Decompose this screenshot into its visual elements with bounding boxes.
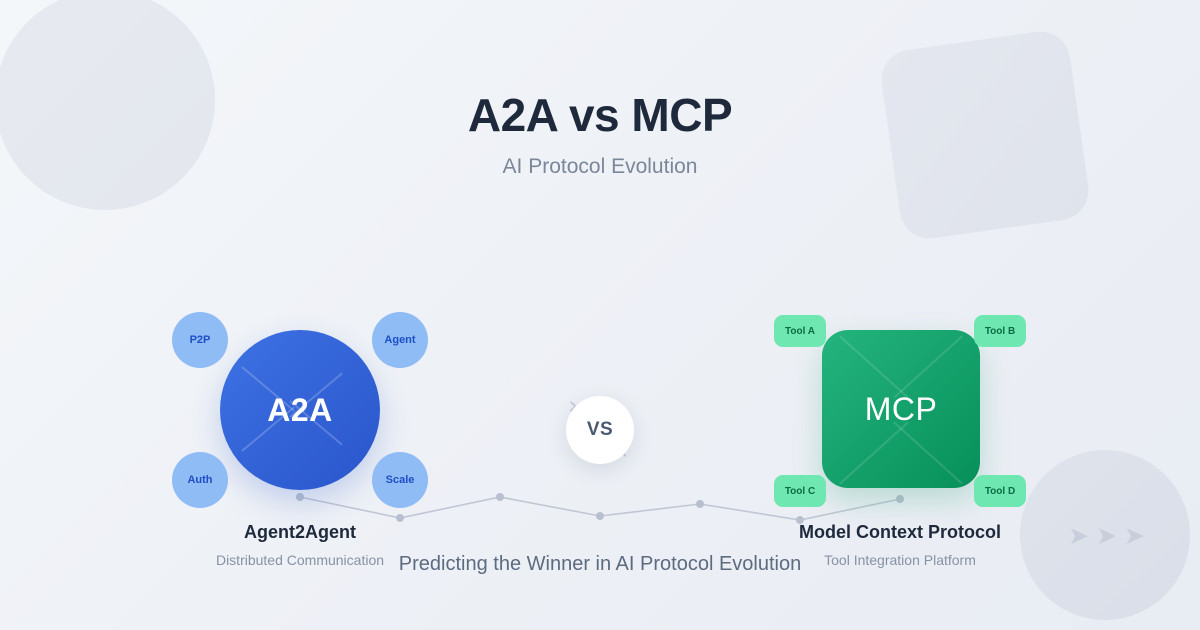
a2a-core-label: A2A: [267, 391, 333, 428]
satellite-label: Agent: [384, 334, 416, 346]
versus-label: VS: [586, 419, 614, 440]
trend-point: [896, 495, 904, 503]
x-line: [839, 421, 909, 485]
trend-point: [696, 500, 704, 508]
a2a-satellite-scale[interactable]: Scale: [372, 452, 428, 508]
a2a-satellite-agent[interactable]: Agent: [372, 312, 428, 368]
a2a-name: Agent2Agent: [244, 522, 356, 542]
satellite-label: P2P: [189, 334, 211, 346]
mcp-core-node[interactable]: MCP: [822, 330, 980, 488]
x-line: [893, 335, 963, 399]
mcp-tool-badge-d[interactable]: Tool D: [974, 475, 1026, 507]
tool-label: Tool D: [984, 485, 1016, 497]
mcp-tool-badge-c[interactable]: Tool C: [774, 475, 826, 507]
x-line: [839, 335, 909, 399]
mcp-tool-badge-b[interactable]: Tool B: [974, 315, 1026, 347]
header: A2A vs MCP AI Protocol Evolution: [0, 90, 1200, 179]
a2a-satellite-p2p[interactable]: P2P: [172, 312, 228, 368]
page-subtitle: AI Protocol Evolution: [502, 154, 698, 178]
a2a-caption: Agent2Agent Distributed Communication: [140, 522, 460, 568]
tool-label: Tool C: [784, 485, 816, 497]
mcp-description: Tool Integration Platform: [824, 552, 976, 568]
trend-point: [396, 514, 404, 522]
mcp-name: Model Context Protocol: [799, 522, 1001, 542]
footer-tagline: Predicting the Winner in AI Protocol Evo…: [398, 553, 802, 575]
trend-data-points: [296, 493, 904, 524]
satellite-label: Auth: [187, 474, 213, 486]
trend-point: [596, 512, 604, 520]
mcp-tool-badge-a[interactable]: Tool A: [774, 315, 826, 347]
trend-point: [296, 493, 304, 501]
mcp-core-label: MCP: [864, 390, 938, 427]
chevron-right-icon: ›: [568, 391, 579, 421]
trend-point: [796, 516, 804, 524]
a2a-satellite-auth[interactable]: Auth: [172, 452, 228, 508]
trend-point: [496, 493, 504, 501]
tool-label: Tool A: [785, 325, 815, 337]
a2a-description: Distributed Communication: [215, 552, 385, 568]
mcp-caption: Model Context Protocol Tool Integration …: [740, 522, 1060, 568]
satellite-label: Scale: [385, 474, 415, 486]
page-title: A2A vs MCP: [467, 89, 733, 141]
versus-badge[interactable]: VS: [566, 396, 634, 464]
x-line: [893, 421, 963, 485]
tool-label: Tool B: [984, 325, 1016, 337]
a2a-core-node[interactable]: A2A: [220, 330, 380, 490]
